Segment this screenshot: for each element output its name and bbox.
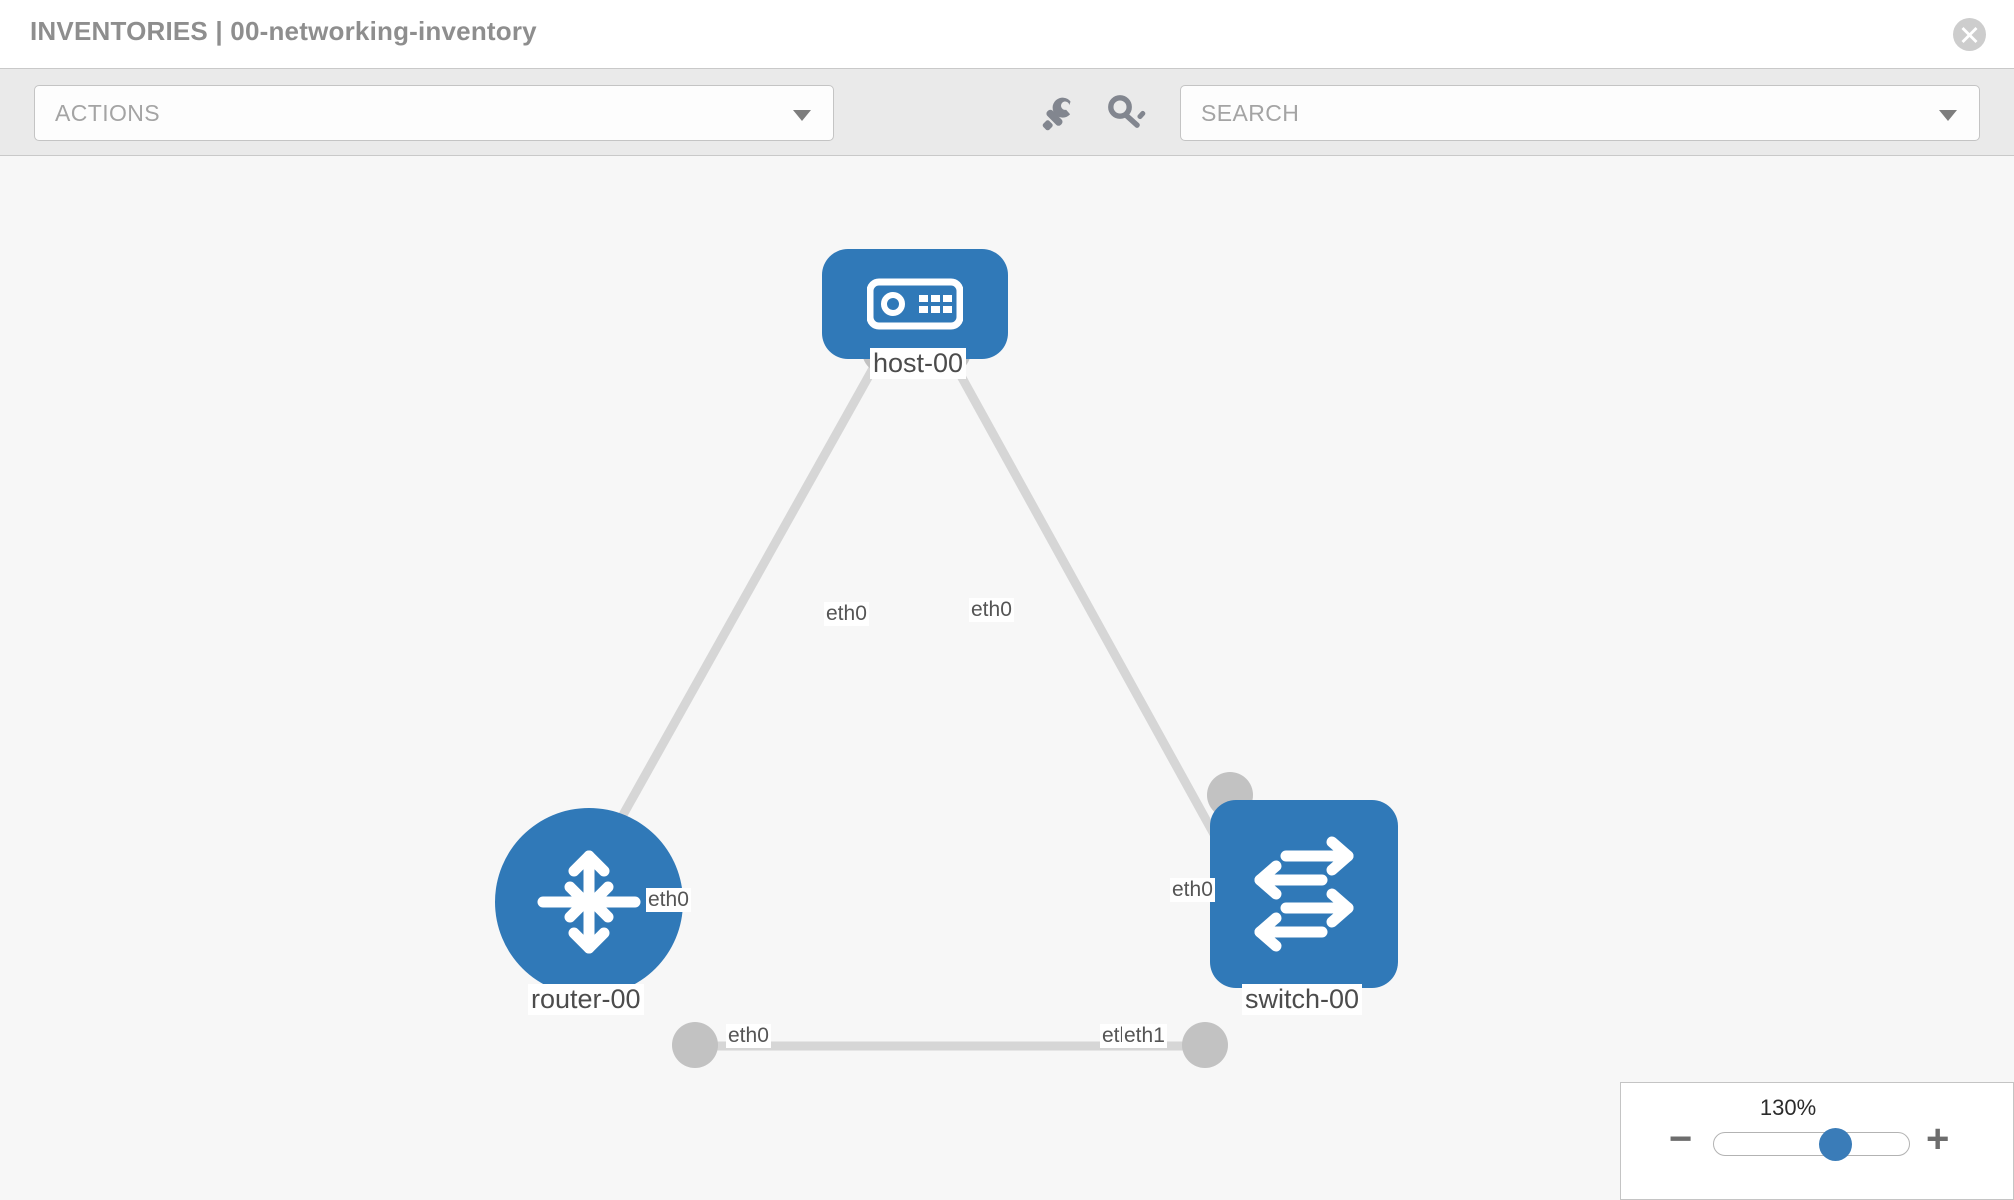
edge-label-router00-from-host00: eth0 [646, 888, 691, 912]
server-icon [867, 278, 963, 330]
zoom-slider-thumb[interactable] [1819, 1128, 1853, 1161]
key-icon[interactable] [1104, 91, 1148, 135]
edge-label-switch00-to-router00: eth1 [1122, 1024, 1167, 1048]
node-switch-00-shape[interactable] [1210, 800, 1398, 988]
switch-arrows-icon [1254, 836, 1354, 952]
actions-dropdown-label: ACTIONS [55, 100, 161, 126]
router-arrows-icon [537, 850, 641, 954]
chevron-down-icon [793, 110, 811, 121]
node-host-00-shape[interactable] [822, 249, 1008, 359]
edge-label-host00-to-switch00: eth0 [969, 598, 1014, 622]
endpoint-handle-switch00-left[interactable] [1182, 1022, 1228, 1068]
minus-icon[interactable]: − [1669, 1117, 1693, 1161]
wrench-icon[interactable] [1037, 91, 1081, 135]
page-header: INVENTORIES | 00-networking-inventory [0, 0, 2014, 69]
zoom-control-panel: 130% − + [1620, 1082, 2014, 1200]
link-host00-switch00 [946, 353, 1219, 839]
node-host-00[interactable] [822, 249, 1008, 359]
close-icon[interactable] [1953, 18, 1986, 51]
node-switch-00-label: switch-00 [1242, 984, 1363, 1015]
edge-label-switch00-from-host00: eth0 [1170, 878, 1215, 902]
node-host-00-label: host-00 [870, 348, 967, 379]
topology-canvas[interactable]: host-00 [0, 156, 2014, 1200]
plus-icon[interactable]: + [1926, 1117, 1950, 1161]
link-host00-router00 [596, 353, 884, 859]
zoom-slider-track[interactable] [1713, 1128, 1910, 1161]
page-title: INVENTORIES | 00-networking-inventory [30, 16, 537, 46]
actions-dropdown[interactable]: ACTIONS [34, 85, 834, 141]
zoom-level-value: 130% [1759, 1095, 1817, 1120]
edge-label-router00-to-switch00: eth0 [726, 1024, 771, 1048]
node-switch-00[interactable] [1210, 800, 1398, 988]
toolbar: ACTIONS SEARCH [0, 69, 2014, 156]
endpoint-handle-router00[interactable] [672, 1022, 718, 1068]
node-router-00-label: router-00 [528, 984, 644, 1015]
edge-label-host00-to-router00: eth0 [824, 602, 869, 626]
chevron-down-icon[interactable] [1939, 110, 1957, 121]
search-placeholder: SEARCH [1201, 100, 1300, 126]
search-input[interactable]: SEARCH [1180, 85, 1980, 141]
